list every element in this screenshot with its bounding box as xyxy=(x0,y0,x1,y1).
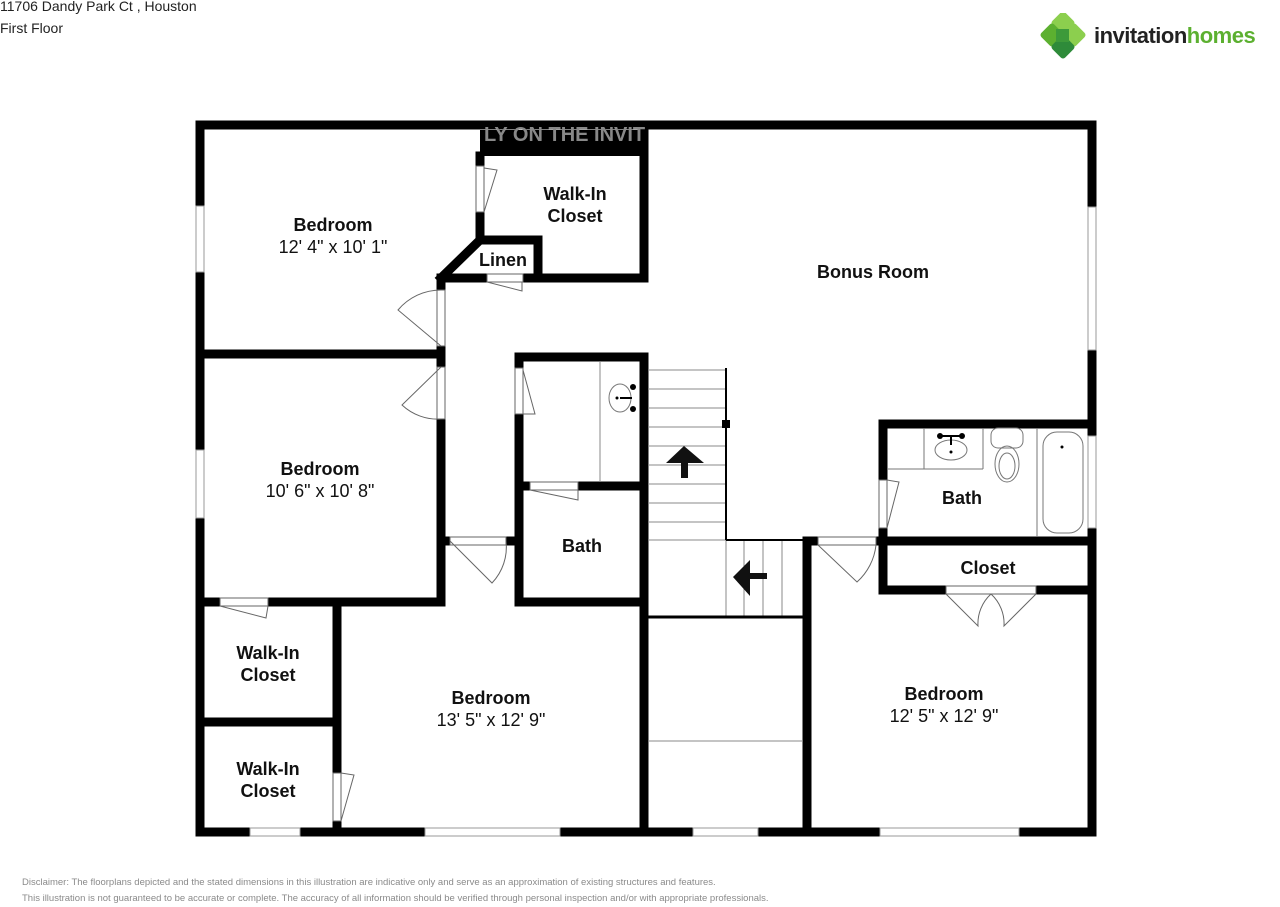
floor-label: First Floor xyxy=(0,20,63,36)
room-label-walkin-closet-left-1: Walk-In Closet xyxy=(236,643,300,685)
room-label-bedroom-1: Bedroom 12' 4" x 10' 1" xyxy=(278,215,388,257)
fixtures xyxy=(608,383,1084,537)
clover-house-logo-icon xyxy=(1040,13,1086,59)
stairs xyxy=(599,362,803,742)
room-label-bath-center: Bath xyxy=(562,536,602,556)
header: 11706 Dandy Park Ct , Houston First Floo… xyxy=(0,0,197,39)
disclaimer: Disclaimer: The floorplans depicted and … xyxy=(22,877,769,904)
room-label-walkin-closet-top: Walk-In Closet xyxy=(543,184,607,226)
windows xyxy=(195,205,1097,837)
room-label-linen: Linen xyxy=(479,250,527,270)
room-label-bath-right: Bath xyxy=(942,488,982,508)
watermark-text: LY ON THE INVIT xyxy=(484,124,646,146)
room-label-bonus-room: Bonus Room xyxy=(817,262,929,282)
room-label-bedroom-3: Bedroom 13' 5" x 12' 9" xyxy=(436,688,546,730)
brand-logo: invitationhomes xyxy=(1040,10,1280,62)
room-label-walkin-closet-left-2: Walk-In Closet xyxy=(236,759,300,801)
room-label-closet-right: Closet xyxy=(960,558,1016,578)
brand-name: invitationhomes xyxy=(1094,23,1256,48)
stair-up-arrow-icon xyxy=(666,446,704,478)
address: 11706 Dandy Park Ct , Houston xyxy=(0,0,197,14)
doors xyxy=(219,165,1037,822)
stair-left-arrow-icon xyxy=(733,560,767,596)
room-label-bedroom-2: Bedroom 10' 6" x 10' 8" xyxy=(265,459,375,501)
room-label-bedroom-4: Bedroom 12' 5" x 12' 9" xyxy=(889,684,999,726)
